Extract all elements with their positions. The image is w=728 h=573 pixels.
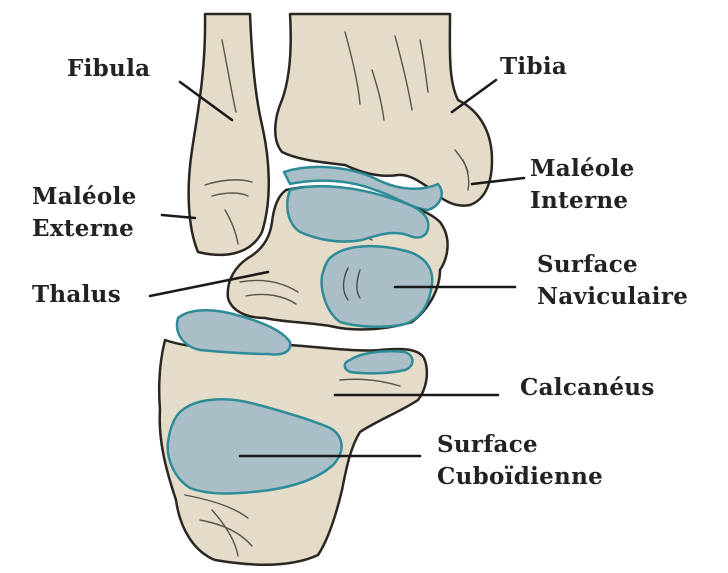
label-maleole-externe-line2: Externe (32, 216, 134, 241)
label-calcaneus: Calcanéus (520, 375, 655, 400)
leader-line-tibia (452, 80, 496, 112)
label-tibia: Tibia (500, 54, 567, 79)
label-maleole-interne-line2: Interne (530, 188, 628, 213)
label-maleole-interne-line1: Maléole (530, 156, 635, 181)
label-surface-cuboidienne-line2: Cuboïdienne (437, 464, 603, 489)
label-maleole-externe-line1: Maléole (32, 184, 137, 209)
label-surface-naviculaire-line2: Naviculaire (537, 284, 688, 309)
label-fibula: Fibula (67, 56, 150, 81)
label-surface-naviculaire-line1: Surface (537, 252, 638, 277)
label-surface-cuboidienne-line1: Surface (437, 432, 538, 457)
label-thalus: Thalus (32, 282, 121, 307)
fibula-bone (189, 14, 269, 255)
